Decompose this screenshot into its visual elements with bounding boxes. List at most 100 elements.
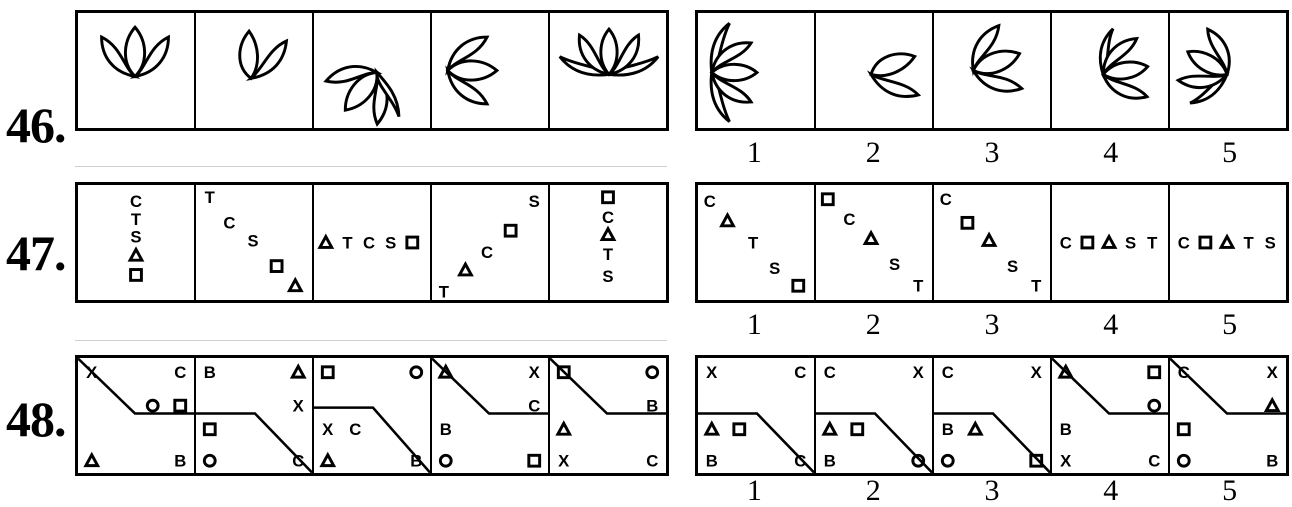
q48-problem-figure-5: BXC [550,358,666,473]
option-number-5[interactable]: 5 [1170,476,1289,506]
flower-icon [314,13,430,128]
question-number-48: 48. [6,394,66,444]
option-number-1[interactable]: 1 [695,310,814,340]
square-icon [529,455,540,466]
q46-problem-figures [75,10,669,131]
symbol-letter: T [439,283,450,300]
triangle-icon [322,455,334,466]
q46-problem-figure-5 [550,13,666,128]
symbol-letter: B [824,452,836,471]
option-number-4[interactable]: 4 [1051,138,1170,168]
triangle-icon [1266,400,1278,411]
symbol-letter: B [204,363,216,382]
separator-rule [75,340,667,341]
q46-problem-figure-3 [314,13,432,128]
option-number-3[interactable]: 3 [933,476,1052,506]
symbol-letter: C [602,208,614,227]
triangle-icon [722,215,734,226]
square-icon [1200,237,1211,248]
q48-problem-figure-4: XBC [432,358,550,473]
symbol-letter: S [1125,233,1136,252]
symbol-letter: B [942,420,954,439]
separator-rule [75,166,667,167]
option-number-4[interactable]: 4 [1051,476,1170,506]
circle-icon [942,455,953,466]
q47-problem-figure-2: TCS [196,185,314,300]
triangle-icon [983,235,995,246]
q46-answer-figure-3[interactable] [934,13,1052,128]
option-number-1[interactable]: 1 [695,476,814,506]
q46-answer-figure-5[interactable] [1170,13,1286,128]
symbol-letter: C [824,363,836,382]
symbol-letter: X [1267,363,1278,382]
symbol-letter: T [205,188,216,207]
option-number-2[interactable]: 2 [814,476,933,506]
option-number-1[interactable]: 1 [695,138,814,168]
symbol-letter: T [342,233,353,252]
square-icon [131,270,142,281]
symbol-letter: C [292,452,304,471]
square-icon [204,424,215,435]
square-icon [962,217,973,228]
square-icon [175,400,186,411]
symbol-letter: B [1266,452,1278,471]
symbol-letter: X [86,363,97,382]
option-number-3[interactable]: 3 [933,310,1052,340]
symbol-letter: C [1060,233,1072,252]
symbol-letter: X [706,363,717,382]
symbol-letter: C [223,214,235,233]
option-number-5[interactable]: 5 [1170,310,1289,340]
triangle-icon [289,280,301,291]
symbol-letter: B [706,452,718,471]
triangle-icon [130,249,142,260]
symbol-letter: C [363,233,375,252]
q46-problem-figure-1 [78,13,196,128]
q46-answer-figure-2[interactable] [816,13,934,128]
symbol-letter: C [704,192,716,211]
circle-icon [147,400,158,411]
symbol-letter: S [1265,233,1276,252]
symbol-letter: S [529,192,540,211]
square-icon [1082,237,1093,248]
symbol-letter: B [646,397,658,416]
option-number-4[interactable]: 4 [1051,310,1170,340]
option-number-5[interactable]: 5 [1170,138,1289,168]
option-number-2[interactable]: 2 [814,138,933,168]
symbol-letter: S [1007,257,1018,276]
option-number-3[interactable]: 3 [933,138,1052,168]
symbol-letter: T [131,210,142,229]
symbol-letter: C [349,420,361,439]
symbol-letter: B [1060,420,1072,439]
square-icon [271,261,282,272]
flower-icon [1170,13,1286,128]
triangle-icon [706,423,718,434]
q46-answer-figure-4[interactable] [1052,13,1170,128]
q48-problem-figure-3: XCB [314,358,432,473]
symbol-letter: S [130,228,141,247]
symbol-letter: B [440,420,452,439]
square-icon [407,237,418,248]
square-icon [322,367,333,378]
q46-answer-figure-1[interactable] [698,13,816,128]
question-number-46: 46. [6,100,66,150]
q46-option-numbers: 1 2 3 4 5 [695,138,1289,168]
q48-option-numbers: 1 2 3 4 5 [695,476,1289,506]
symbol-letter: C [794,363,806,382]
option-number-2[interactable]: 2 [814,310,933,340]
symbol-letter: T [1031,277,1042,296]
symbol-letter: T [913,277,924,296]
